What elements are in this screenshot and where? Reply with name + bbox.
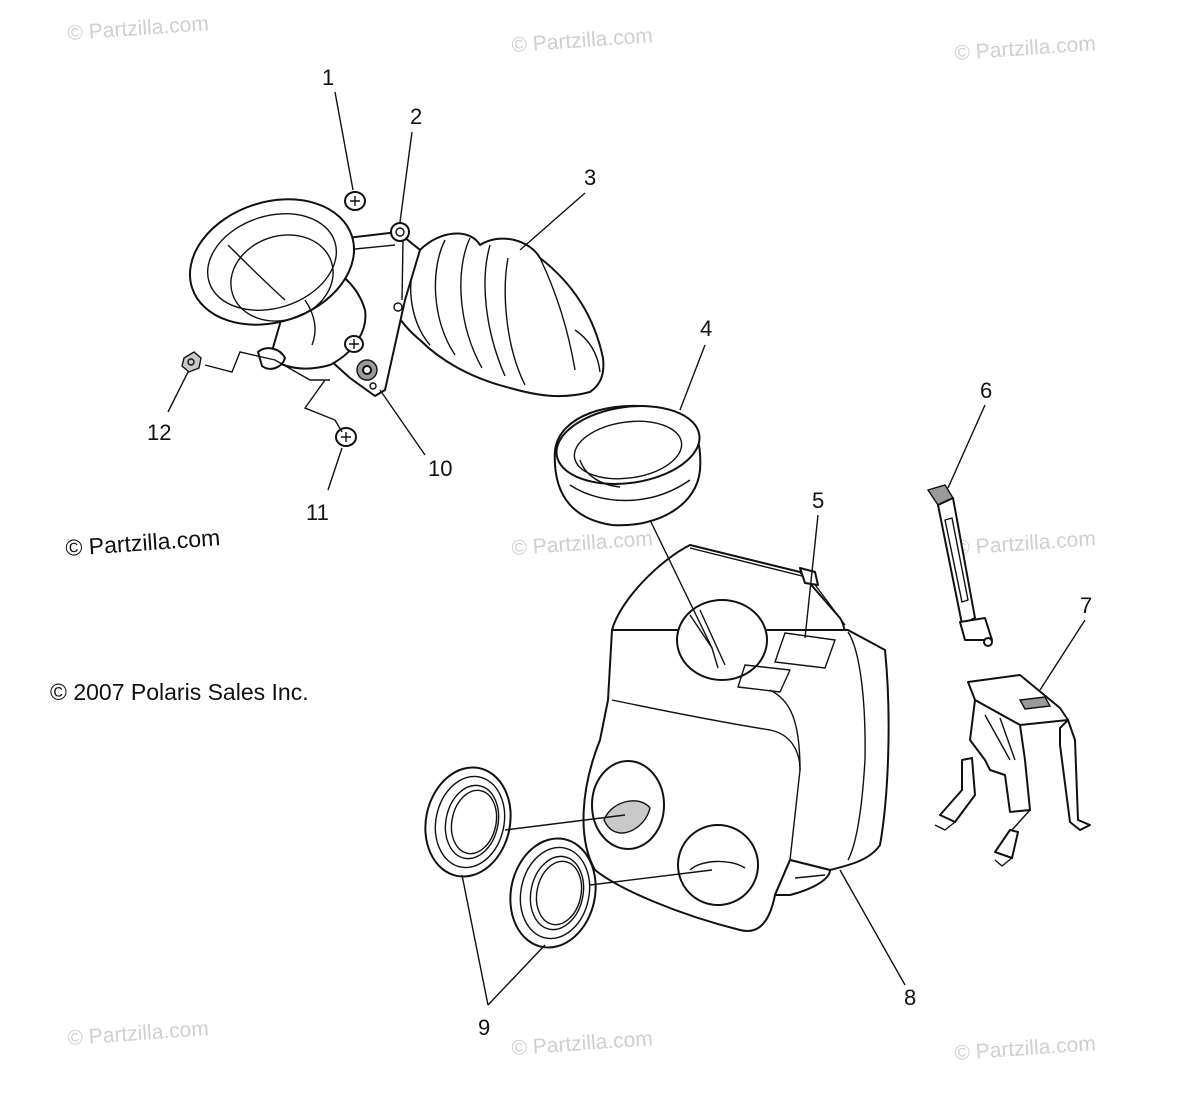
bracket-hole-icon — [393, 302, 403, 312]
callout-11: 11 — [306, 500, 329, 525]
inlet-grommet-left — [424, 766, 512, 878]
throttle-adapter-boot — [188, 198, 367, 370]
callout-2: 2 — [410, 104, 422, 129]
fastener-screw-mid — [344, 335, 364, 353]
callout-leaders — [167, 91, 1086, 1006]
watermark-top-left: © Partzilla.com — [67, 12, 210, 45]
fastener-grommet — [356, 359, 378, 390]
callout-9: 9 — [478, 1015, 490, 1040]
callout-7: 7 — [1080, 593, 1092, 618]
assembly-guide-coupler — [649, 519, 713, 649]
fastener-screw-bottom — [335, 427, 357, 447]
fastener-screw-top — [344, 191, 366, 211]
callout-10: 10 — [428, 456, 452, 481]
callout-3: 3 — [584, 165, 596, 190]
callout-4: 4 — [700, 316, 712, 341]
assembly-guide-screw — [303, 379, 343, 433]
assembly-guide-grommet-right — [589, 869, 713, 886]
airbox-housing — [582, 544, 890, 932]
watermark-bottom-center: © Partzilla.com — [511, 1027, 654, 1060]
watermark-bottom-left: © Partzilla.com — [67, 1017, 210, 1050]
support-bracket — [934, 674, 1091, 867]
callout-6: 6 — [980, 378, 992, 403]
watermark-middle-right: © Partzilla.com — [954, 527, 1097, 560]
copyright-notice: © 2007 Polaris Sales Inc. — [50, 679, 309, 705]
retaining-strap — [926, 484, 993, 647]
callout-labels: 1 2 3 4 5 6 7 8 9 10 11 12 — [147, 65, 1092, 1040]
callout-5: 5 — [812, 488, 824, 513]
intake-elbow-duct — [377, 232, 605, 398]
callout-1: 1 — [322, 65, 334, 90]
watermark-top-right: © Partzilla.com — [954, 32, 1097, 65]
assembly-guide-washer — [401, 239, 404, 301]
watermark-bottom-right: © Partzilla.com — [954, 1032, 1097, 1065]
inlet-grommet-right — [509, 837, 597, 949]
fastener-nut — [181, 351, 202, 373]
assembly-guide-grommet-left — [504, 814, 626, 831]
watermarks: © Partzilla.com © Partzilla.com © Partzi… — [67, 12, 1097, 1065]
callout-8: 8 — [904, 985, 916, 1010]
callout-12: 12 — [147, 420, 171, 445]
watermark-middle-center: © Partzilla.com — [511, 527, 654, 560]
site-credit: © Partzilla.com — [65, 524, 221, 561]
watermark-top-center: © Partzilla.com — [511, 24, 654, 57]
fastener-washer — [390, 222, 410, 242]
assembly-guide-nut — [204, 351, 330, 381]
coupler-ring — [553, 404, 702, 527]
